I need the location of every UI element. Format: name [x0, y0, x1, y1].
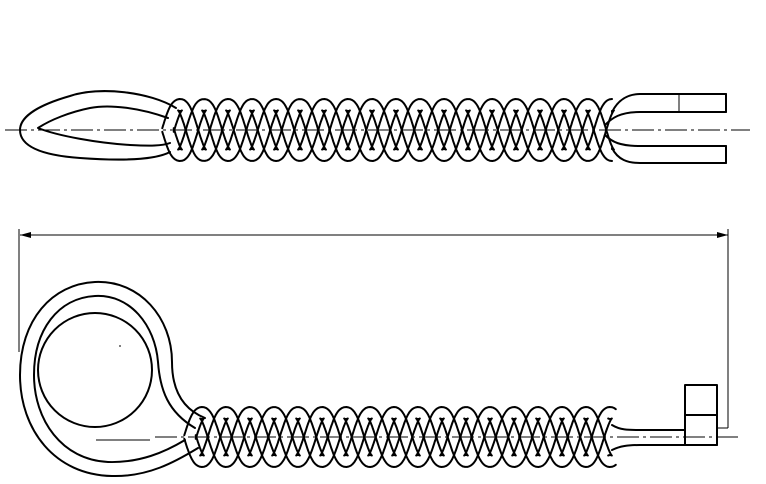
top-twist-strand-0-edge-1: [161, 109, 613, 162]
overall-length-dimension: [18, 229, 729, 428]
top-eye-inner: [37, 105, 171, 147]
front-twist-strand-0-edge-0: [194, 406, 617, 457]
top-eye-outer: [19, 90, 177, 161]
front-straight-end: [611, 384, 728, 451]
front-loop-outer: [19, 280, 206, 478]
front-twist-strand-1-edge-0: [183, 406, 613, 457]
top-view: [5, 90, 750, 164]
front-loop-inner-ring: [33, 294, 196, 464]
top-twist-strand-1-edge-0: [161, 98, 613, 151]
front-loop-hole: [37, 312, 153, 428]
top-twist-strand-1-edge-1: [172, 109, 615, 162]
top-view-twisted-wire: [161, 98, 615, 162]
front-view: [19, 280, 740, 478]
front-view-twisted-wire: [183, 406, 617, 468]
front-twist-strand-1-edge-1: [194, 417, 617, 468]
front-twist-strand-0-edge-1: [183, 417, 613, 468]
top-fork-end: [604, 93, 727, 164]
